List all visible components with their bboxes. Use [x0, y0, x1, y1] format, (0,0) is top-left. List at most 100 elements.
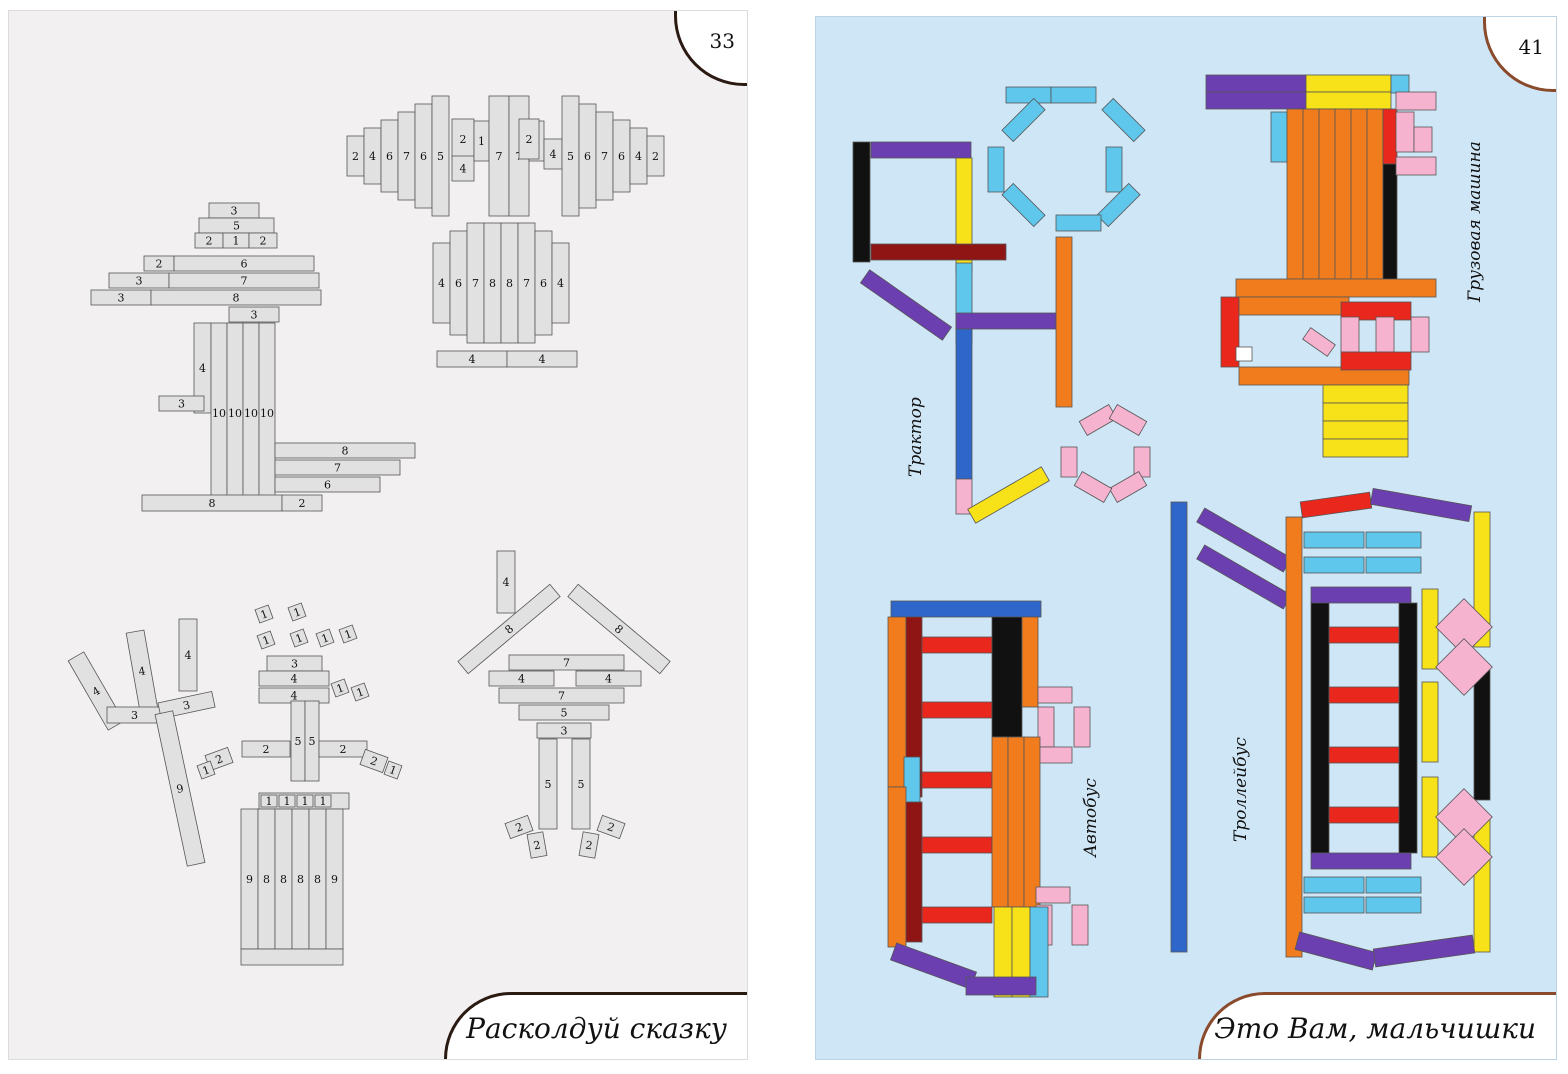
stick-number: 1	[335, 681, 346, 696]
left-page: 33 2467652417712456764246788764443521226…	[8, 10, 748, 1060]
counting-stick	[1421, 681, 1439, 763]
stick-number: 1	[261, 633, 272, 648]
counting-stick	[1398, 602, 1418, 854]
counting-stick	[1310, 586, 1412, 604]
counting-stick	[1382, 108, 1398, 165]
stick-number: 1	[201, 763, 212, 778]
stick-number: 2	[352, 150, 359, 163]
counting-stick	[955, 478, 973, 515]
stick-number: 5	[545, 778, 552, 791]
counting-stick	[508, 654, 625, 671]
counting-stick	[1473, 664, 1491, 801]
stick-number: 6	[241, 258, 248, 271]
counting-stick	[1322, 438, 1409, 458]
stick-number: 3	[178, 398, 185, 411]
counting-stick	[248, 232, 278, 249]
counting-stick	[1328, 686, 1400, 704]
counting-stick	[578, 831, 600, 859]
counting-stick	[1302, 327, 1336, 357]
counting-stick	[1073, 471, 1113, 503]
counting-stick	[1410, 316, 1430, 353]
counting-stick	[241, 740, 291, 758]
stick-number: 4	[460, 163, 467, 176]
stick-number: 4	[185, 649, 192, 662]
stick-number: 1	[292, 605, 303, 620]
stick-number: 10	[244, 407, 258, 420]
counting-stick	[1372, 934, 1476, 968]
stick-number: 3	[251, 309, 258, 322]
counting-stick	[274, 442, 416, 459]
counting-stick	[258, 670, 330, 687]
counting-stick	[281, 494, 323, 512]
counting-stick	[1303, 876, 1365, 894]
counting-stick	[575, 670, 642, 687]
counting-stick	[1369, 487, 1473, 523]
stick-number: 6	[386, 150, 393, 163]
counting-stick	[350, 682, 370, 702]
stick-number: 7	[601, 150, 608, 163]
counting-stick	[1395, 111, 1415, 153]
counting-stick	[921, 906, 993, 924]
tractor-label: Трактор	[906, 397, 926, 477]
stick-number: 9	[331, 873, 338, 886]
counting-stick	[1096, 182, 1141, 228]
stick-number: 8	[506, 277, 513, 290]
stick-number: 10	[228, 407, 242, 420]
stick-number: 4	[369, 150, 376, 163]
counting-stick	[1205, 74, 1307, 93]
counting-stick	[646, 135, 665, 177]
stick-number: 2	[206, 235, 213, 248]
counting-stick	[287, 602, 307, 622]
counting-stick	[1037, 706, 1055, 748]
page-number: 41	[1518, 35, 1544, 59]
stick-number: 8	[297, 873, 304, 886]
counting-stick	[538, 738, 558, 830]
counting-stick	[1310, 602, 1330, 854]
counting-stick	[987, 146, 1005, 193]
stick-number: 3	[131, 709, 138, 722]
counting-stick	[1305, 91, 1392, 110]
stick-number: 5	[567, 150, 574, 163]
counting-stick	[1170, 501, 1188, 953]
counting-stick	[1037, 746, 1073, 764]
page-title: Расколдуй сказку	[466, 1012, 727, 1045]
stick-number: 6	[584, 150, 591, 163]
counting-stick	[1435, 828, 1493, 886]
counting-stick	[887, 786, 907, 948]
page-title-box: Это Вам, мальчишки	[1198, 992, 1556, 1059]
counting-stick	[1365, 896, 1422, 914]
stick-number: 4	[518, 673, 525, 686]
counting-stick	[1050, 86, 1097, 104]
counting-stick	[1060, 446, 1078, 478]
stick-number: 7	[496, 150, 503, 163]
counting-stick	[1270, 111, 1288, 163]
counting-stick	[1302, 108, 1320, 280]
stick-number: 2	[368, 754, 379, 769]
stick-number: 1	[233, 235, 240, 248]
counting-stick	[1366, 108, 1384, 280]
counting-stick	[1238, 296, 1350, 316]
counting-stick	[314, 794, 332, 808]
counting-stick	[921, 636, 993, 654]
stick-number: 9	[175, 782, 185, 796]
counting-stick	[955, 312, 1057, 330]
stick-number: 1	[302, 795, 309, 808]
counting-stick	[551, 242, 570, 324]
stick-number: 6	[420, 150, 427, 163]
counting-stick	[1286, 108, 1304, 280]
stick-number: 8	[489, 277, 496, 290]
page-title: Это Вам, мальчишки	[1214, 1012, 1536, 1045]
counting-stick	[158, 395, 205, 412]
stick-number: 7	[241, 275, 248, 288]
stick-number: 4	[291, 690, 298, 703]
counting-stick	[1435, 788, 1493, 846]
stick-number: 5	[295, 735, 302, 748]
counting-stick	[1322, 402, 1409, 422]
counting-stick	[1108, 471, 1148, 503]
stick-number: 4	[539, 353, 546, 366]
stick-number: 8	[342, 445, 349, 458]
stick-number: 2	[340, 743, 347, 756]
counting-stick	[903, 756, 921, 808]
counting-stick	[870, 141, 972, 159]
stick-number: 3	[118, 292, 125, 305]
